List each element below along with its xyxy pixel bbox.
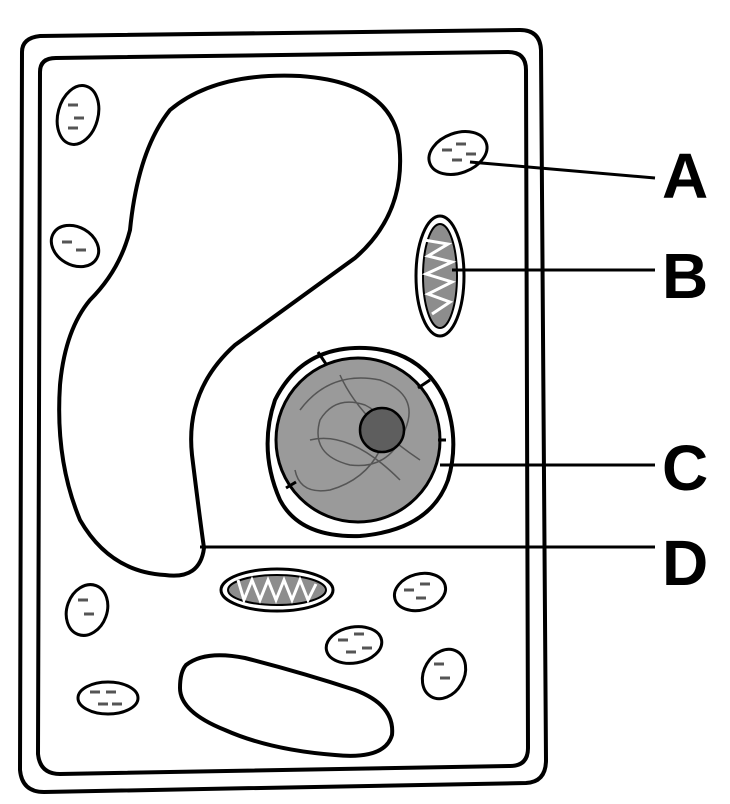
chloroplast-a xyxy=(427,130,489,176)
nucleoplasm xyxy=(274,356,442,524)
central-vacuole xyxy=(57,73,403,578)
chloroplast xyxy=(324,625,384,665)
label-b: B xyxy=(662,240,708,312)
cell-wall-outer xyxy=(18,28,548,794)
nucleolus xyxy=(358,406,406,454)
label-c: C xyxy=(662,432,708,504)
small-vacuole xyxy=(178,653,395,758)
chloroplast xyxy=(64,583,110,637)
cell-membrane xyxy=(36,50,530,776)
label-d: D xyxy=(662,527,708,599)
label-a: A xyxy=(662,140,708,212)
mitochondrion-b xyxy=(414,214,466,338)
nuclear-envelope-outer xyxy=(265,345,456,539)
chloroplast xyxy=(392,571,448,613)
nucleus xyxy=(265,345,456,539)
leader-line-a xyxy=(469,160,656,180)
chloroplast xyxy=(76,680,140,716)
chloroplast xyxy=(420,647,468,701)
chloroplast xyxy=(49,223,101,269)
mitochondrion-lower xyxy=(219,567,335,613)
chloroplast xyxy=(55,84,101,146)
